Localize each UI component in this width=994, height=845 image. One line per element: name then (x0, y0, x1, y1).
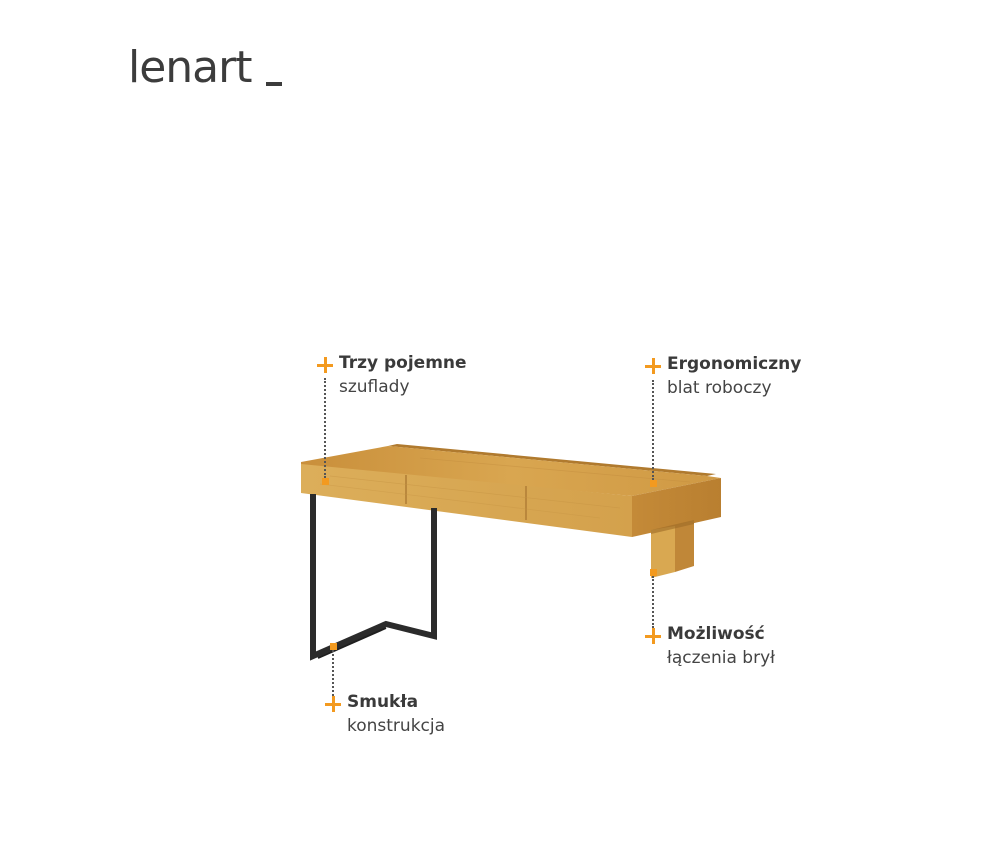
callout-frame-title: Smukła (347, 692, 419, 712)
brand-logo-text: lenart (128, 42, 252, 93)
callout-top-marker (650, 480, 657, 487)
callout-drawers: Trzy pojemne szuflady (339, 352, 467, 400)
plus-icon (325, 696, 341, 712)
callout-frame: Smukła konstrukcja (347, 691, 445, 739)
callout-top-line (652, 380, 654, 480)
desk-support-side (675, 520, 694, 572)
desk-support-front (651, 526, 675, 578)
plus-icon (317, 357, 333, 373)
callout-drawers-sub: szuflady (339, 377, 410, 397)
callout-joining-line (652, 576, 654, 628)
desk-top-surface (301, 446, 721, 496)
callout-joining-title: Możliwość (667, 624, 765, 644)
callout-frame-sub: konstrukcja (347, 716, 446, 736)
plus-icon (645, 628, 661, 644)
callout-drawers-line (324, 378, 326, 478)
desk-back-rim (388, 444, 716, 476)
brand-logo-underscore (266, 82, 282, 86)
brand-logo: lenart (128, 42, 252, 93)
callout-drawers-marker (322, 478, 329, 485)
callout-joining: Możliwość łączenia brył (667, 623, 775, 671)
desk-metal-frame (310, 494, 437, 661)
desk-support-top-shadow (651, 520, 694, 534)
desk-right-face (632, 478, 721, 537)
callout-frame-marker (330, 643, 337, 650)
callout-frame-line (332, 650, 334, 696)
callout-top-sub: blat roboczy (667, 378, 772, 398)
callout-top: Ergonomiczny blat roboczy (667, 353, 801, 401)
callout-drawers-title: Trzy pojemne (339, 353, 467, 373)
callout-joining-sub: łączenia brył (667, 648, 775, 668)
callout-joining-marker (650, 569, 657, 576)
callout-top-title: Ergonomiczny (667, 354, 802, 374)
plus-icon (645, 358, 661, 374)
